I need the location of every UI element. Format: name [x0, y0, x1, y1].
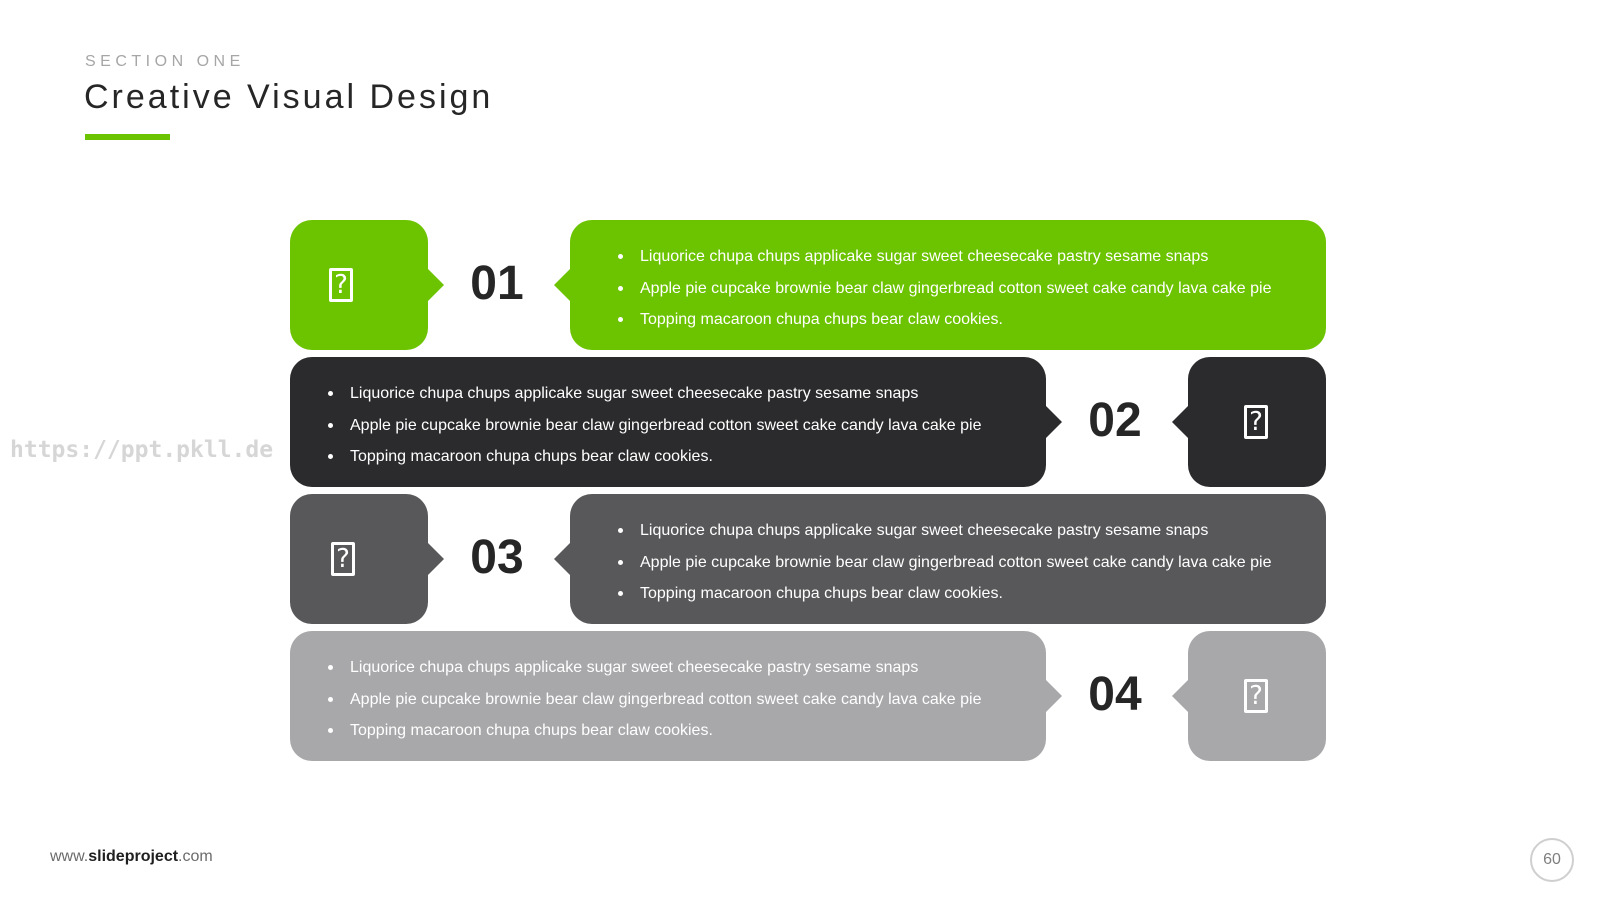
footer-website[interactable]: www.slideproject.com — [50, 848, 213, 866]
bullet-item: Apple pie cupcake brownie bear claw ging… — [616, 547, 1272, 579]
step-4-icon-box: ? — [1172, 631, 1326, 761]
step-number: 04 — [1088, 668, 1142, 721]
step-number: 03 — [470, 531, 524, 584]
bullet-item: Liquorice chupa chups applicake sugar sw… — [326, 652, 982, 684]
page-number: 60 — [1530, 838, 1574, 882]
step-2-icon-box: ? — [1172, 357, 1326, 487]
step-3-text-box: Liquorice chupa chups applicake sugar sw… — [554, 494, 1326, 624]
step-row-2: Liquorice chupa chups applicake sugar sw… — [0, 357, 1600, 487]
bullet-item: Topping macaroon chupa chups bear claw c… — [616, 578, 1272, 610]
footer-url-suffix: .com — [178, 848, 213, 865]
bullet-item: Apple pie cupcake brownie bear claw ging… — [326, 410, 982, 442]
placeholder-icon: ? — [329, 268, 353, 302]
step-1-icon-box: ? — [290, 220, 444, 350]
footer-url-brand: slideproject — [88, 848, 179, 865]
bullet-item: Topping macaroon chupa chups bear claw c… — [616, 304, 1272, 336]
step-1-text-box: Liquorice chupa chups applicake sugar sw… — [554, 220, 1326, 350]
step-4-text-box: Liquorice chupa chups applicake sugar sw… — [290, 631, 1062, 761]
bullet-list: Liquorice chupa chups applicake sugar sw… — [326, 652, 982, 747]
title-underline — [85, 134, 170, 140]
footer-url-prefix: www. — [50, 848, 89, 865]
placeholder-icon: ? — [1244, 679, 1268, 713]
step-number: 01 — [470, 257, 524, 310]
bullet-item: Topping macaroon chupa chups bear claw c… — [326, 441, 982, 473]
placeholder-icon: ? — [1244, 405, 1268, 439]
watermark: https://ppt.pkll.de — [10, 437, 274, 463]
step-2-text-box: Liquorice chupa chups applicake sugar sw… — [290, 357, 1062, 487]
bullet-item: Apple pie cupcake brownie bear claw ging… — [616, 273, 1272, 305]
section-label: SECTION ONE — [85, 53, 245, 70]
placeholder-icon: ? — [331, 542, 355, 576]
step-row-3: ? 03 Liquorice chupa chups applicake sug… — [0, 494, 1600, 624]
bullet-list: Liquorice chupa chups applicake sugar sw… — [326, 378, 982, 473]
bullet-item: Liquorice chupa chups applicake sugar sw… — [326, 378, 982, 410]
bullet-item: Liquorice chupa chups applicake sugar sw… — [616, 241, 1272, 273]
bullet-list: Liquorice chupa chups applicake sugar sw… — [616, 515, 1272, 610]
step-row-4: Liquorice chupa chups applicake sugar sw… — [0, 631, 1600, 761]
step-3-icon-box: ? — [290, 494, 444, 624]
slide-title: Creative Visual Design — [84, 78, 494, 116]
bullet-item: Topping macaroon chupa chups bear claw c… — [326, 715, 982, 747]
bullet-list: Liquorice chupa chups applicake sugar sw… — [616, 241, 1272, 336]
bullet-item: Apple pie cupcake brownie bear claw ging… — [326, 684, 982, 716]
step-row-1: ? 01 Liquorice chupa chups applicake sug… — [0, 220, 1600, 350]
bullet-item: Liquorice chupa chups applicake sugar sw… — [616, 515, 1272, 547]
step-number: 02 — [1088, 394, 1142, 447]
